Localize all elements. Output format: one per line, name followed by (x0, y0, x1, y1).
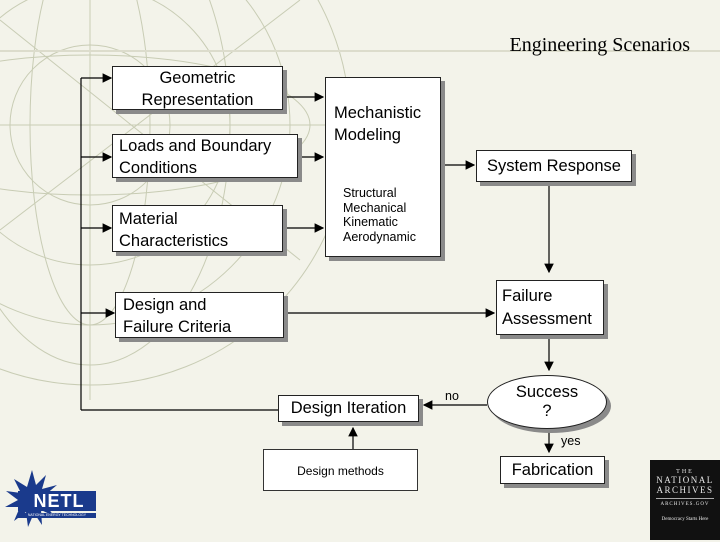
design-failure-criteria-box: Design and Failure Criteria (115, 292, 284, 338)
netl-tagline: NATIONAL ENERGY TECHNOLOGY LABORATORY (27, 513, 87, 517)
netl-logo: NETL NATIONAL ENERGY TECHNOLOGY LABORATO… (2, 467, 98, 537)
yes-label: yes (561, 434, 581, 448)
material-characteristics-box: Material Characteristics (112, 205, 283, 252)
archives-text-the: THE (676, 469, 694, 475)
slide-title: Engineering Scenarios (509, 34, 691, 56)
netl-logo-text: NETL (33, 491, 85, 511)
archives-text-url: ARCHIVES.GOV (656, 498, 714, 507)
archives-text-archives: ARCHIVES (656, 485, 714, 495)
failure-assessment-box: Failure Assessment (496, 280, 604, 335)
design-iteration-box: Design Iteration (278, 395, 419, 422)
loads-boundary-box: Loads and Boundary Conditions (112, 134, 298, 178)
no-label: no (445, 389, 459, 403)
mechanistic-modeling-title: Mechanistic Modeling (334, 104, 422, 144)
netl-starburst-icon (5, 470, 96, 527)
mechanistic-modeling-box: Mechanistic Modeling Structural Mechanic… (325, 77, 441, 257)
fabrication-box: Fabrication (500, 456, 605, 484)
success-decision-node: Success ? (487, 375, 607, 429)
national-archives-logo: THE NATIONAL ARCHIVES ARCHIVES.GOV Democ… (650, 460, 720, 540)
archives-tagline: Democracy Starts Here (661, 517, 709, 522)
modeling-types-list: Structural Mechanical Kinematic Aerodyna… (343, 186, 416, 244)
system-response-box: System Response (476, 150, 632, 182)
geometric-representation-box: Geometric Representation (112, 66, 283, 110)
archives-text-national: NATIONAL (656, 475, 714, 485)
design-methods-box: Design methods (263, 449, 418, 491)
